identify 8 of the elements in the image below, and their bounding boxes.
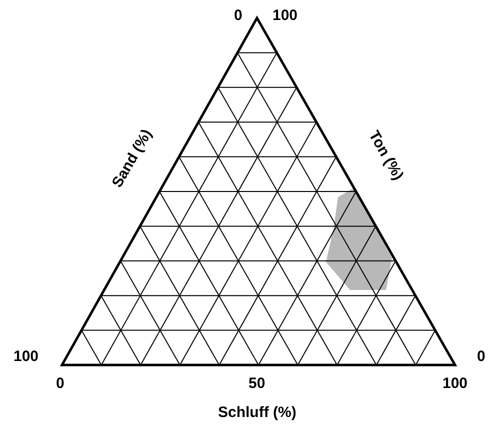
axis-label: Schluff (%) [218,404,296,420]
tick-label: 100 [442,374,468,392]
tick-label: 100 [272,6,298,24]
tick-label: 0 [234,6,242,24]
tick-label: 50 [248,374,266,392]
tick-label: 0 [56,374,64,392]
tick-label: 0 [477,348,486,364]
tick-label: 100 [14,348,39,364]
